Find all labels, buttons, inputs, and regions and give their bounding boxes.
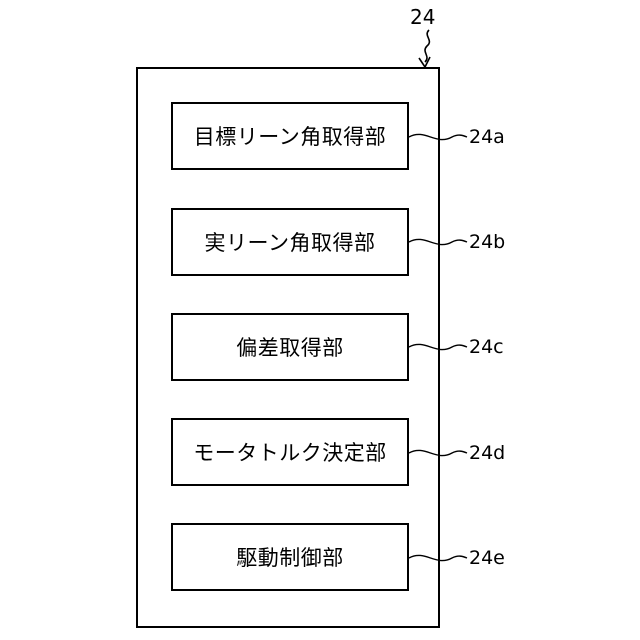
drive-control-block: 駆動制御部 (171, 523, 409, 591)
ref-label-24a: 24a (469, 128, 505, 147)
ref-label-24b: 24b (469, 233, 505, 252)
main-reference-number: 24 (410, 7, 435, 27)
main-ref-arrowhead (419, 57, 430, 67)
target-lean-angle-block: 目標リーン角取得部 (171, 102, 409, 170)
main-ref-leader (425, 30, 429, 62)
actual-lean-angle-block: 実リーン角取得部 (171, 208, 409, 276)
ref-label-24d: 24d (469, 444, 505, 463)
ref-label-24e: 24e (469, 549, 505, 568)
ref-label-24c: 24c (469, 338, 504, 357)
motor-torque-block: モータトルク決定部 (171, 418, 409, 486)
deviation-block: 偏差取得部 (171, 313, 409, 381)
